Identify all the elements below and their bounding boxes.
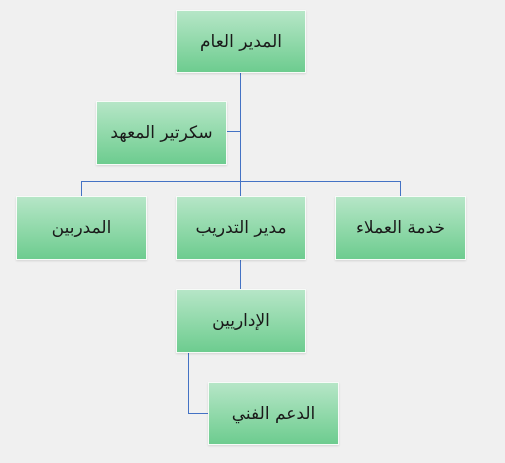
box-training-manager: مدير التدريب	[176, 196, 306, 260]
box-technical-support: الدعم الفني	[208, 382, 339, 445]
connector-training-admin	[240, 259, 241, 290]
connector-customer-drop	[400, 181, 401, 197]
box-trainers: المدربين	[16, 196, 147, 260]
connector-horizontal-bar	[81, 181, 401, 182]
box-customer-service: خدمة العملاء	[335, 196, 466, 260]
box-institute-secretary: سكرتير المعهد	[96, 101, 227, 165]
connector-secretary	[226, 131, 241, 132]
connector-admin-support-horizontal	[188, 413, 209, 414]
connector-admin-support-vertical	[188, 352, 189, 414]
box-general-manager: المدير العام	[176, 10, 306, 73]
box-administrators: الإداريين	[176, 289, 306, 353]
connector-training-drop	[240, 181, 241, 197]
connector-gm-trunk	[240, 72, 241, 184]
connector-trainers-drop	[81, 181, 82, 197]
